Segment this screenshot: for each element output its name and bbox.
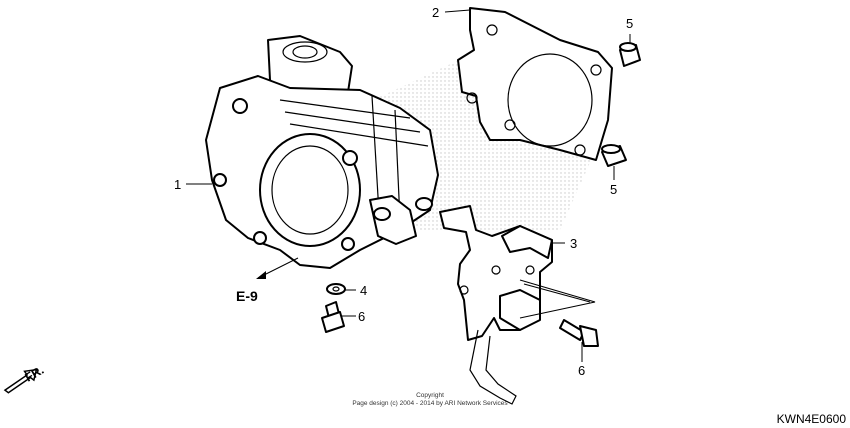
copyright-line-1: Copyright: [416, 392, 444, 399]
copyright-line-2: Page design (c) 2004 - 2014 by ARI Netwo…: [352, 400, 508, 407]
callout-4: 4: [360, 283, 367, 298]
dowel-pin-upper[interactable]: [619, 42, 641, 67]
dowel-pin-lower[interactable]: [601, 144, 627, 167]
callout-5-upper: 5: [626, 16, 633, 31]
gasket-part-2[interactable]: [457, 7, 613, 161]
cylinder-part-1[interactable]: [205, 35, 439, 269]
front-direction-arrow: [3, 368, 38, 394]
bolt-part-6-right[interactable]: [559, 319, 599, 347]
callout-2: 2: [432, 5, 439, 20]
callout-3: 3: [570, 236, 577, 251]
callout-1: 1: [174, 177, 181, 192]
leader-lines: [186, 9, 631, 362]
callout-6-right: 6: [578, 363, 585, 378]
bolt-part-6-left[interactable]: [321, 301, 345, 333]
callout-5-lower: 5: [610, 182, 617, 197]
washer-part-4[interactable]: [326, 283, 346, 295]
reference-label: E-9: [236, 288, 258, 304]
callout-6-left: 6: [358, 309, 365, 324]
bracket-part-3[interactable]: [439, 205, 553, 405]
diagram-code: KWN4E0600: [777, 412, 847, 426]
